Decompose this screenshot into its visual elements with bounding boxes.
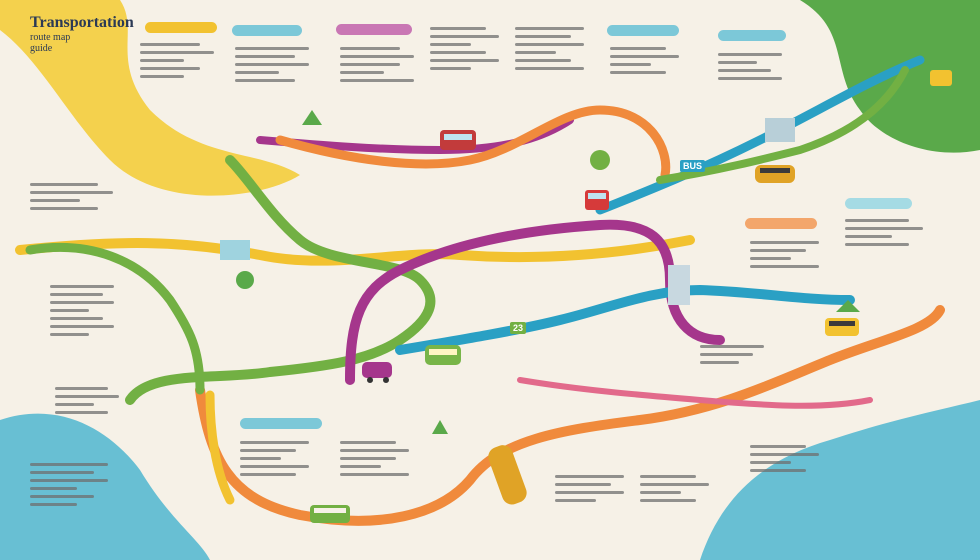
yellow-route-lower [205,390,235,505]
bus-icon [440,130,476,150]
legend-block [515,22,590,75]
legend-block [700,340,770,369]
station-marker [432,420,448,434]
route-number-badge: 23 [510,322,527,334]
blue-route-upper [595,55,925,215]
yellow-region [0,0,300,196]
green-route [125,155,436,405]
legend-block [240,436,315,481]
building-icon [765,118,795,142]
legend-header [718,30,786,41]
legend-block [30,178,120,215]
station-sign-badge: BUS [680,160,706,172]
legend-header [232,25,302,36]
legend-block [30,458,115,511]
purple-route [345,219,725,385]
green-route-upper [25,242,205,395]
green-route-right [656,66,909,184]
legend-block [640,470,715,507]
legend-header [745,218,817,229]
tram-icon [585,190,609,210]
map-title: Transportation [30,14,134,31]
legend-block [140,38,220,83]
legend-block [50,280,120,341]
map-subtitle-2: guide [30,42,53,54]
orange-route [195,305,945,526]
orange-route-upper [275,105,671,180]
sea-bottom-left [0,413,210,560]
station-marker [836,300,860,312]
tree-icon [236,271,254,289]
legend-block [610,42,685,79]
legend-block [340,436,415,481]
legend-header [607,25,679,36]
train-icon [488,445,527,505]
legend-block [430,22,505,75]
tree-icon [590,150,610,170]
legend-header [845,198,912,209]
legend-block [340,42,420,87]
tram-icon [310,505,350,523]
legend-block [718,48,788,85]
train-icon [755,165,795,183]
map-title-block: Transportation route map guide [30,14,134,54]
legend-block [55,382,125,419]
legend-block [845,214,930,251]
bus-icon [425,345,461,365]
bus-icon [825,318,859,336]
map-subtitle: route map [30,31,71,43]
building-icon [668,265,690,305]
legend-header [336,24,412,35]
bus-icon [930,70,952,86]
legend-block [750,440,825,477]
legend-block [555,470,630,507]
legend-block [235,42,315,87]
legend-header [240,418,322,429]
building-icon [220,240,250,260]
legend-header [145,22,217,33]
sea-bottom-right [700,400,980,560]
station-marker [302,110,322,125]
pink-route [517,377,873,409]
car-icon [362,362,392,383]
legend-block [750,236,825,273]
blue-route [395,284,855,355]
